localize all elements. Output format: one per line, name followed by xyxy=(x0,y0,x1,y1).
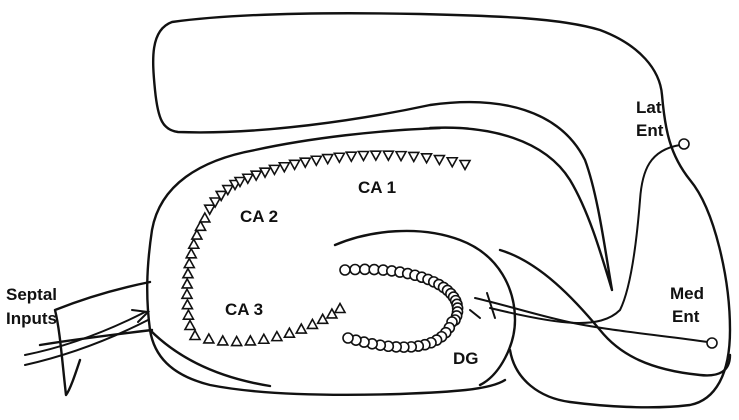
pyramidal-cell xyxy=(189,239,199,248)
pyramidal-cell xyxy=(205,205,215,214)
med-ent-label-line1: Med xyxy=(670,284,704,303)
lat-ent-label-line2: Ent xyxy=(636,121,664,140)
pyramidal-cell xyxy=(186,249,196,258)
pyramidal-cell xyxy=(311,156,321,165)
pyramidal-cell xyxy=(409,152,419,161)
ca1-label: CA 1 xyxy=(358,178,396,197)
granule-cell xyxy=(343,333,353,343)
pyramidal-cell xyxy=(184,259,194,268)
ventral-cortex-outline xyxy=(147,128,505,395)
pyramidal-cell xyxy=(245,336,255,345)
med-ent-label-line2: Ent xyxy=(672,307,700,326)
pyramidal-cell xyxy=(200,213,210,222)
pyramidal-cell xyxy=(284,328,294,337)
septal-label-line1: Septal xyxy=(6,285,57,304)
granule-cell xyxy=(360,264,370,274)
pyramidal-cell xyxy=(269,165,279,174)
lat-ent-label-line1: Lat xyxy=(636,98,662,117)
pyramidal-cell xyxy=(447,158,457,167)
pyramidal-cell xyxy=(183,269,193,278)
lat-ent-terminal xyxy=(679,139,689,149)
pyramidal-cell xyxy=(182,300,192,309)
pyramidal-cell xyxy=(290,160,300,169)
pyramidal-cell xyxy=(260,168,270,177)
pyramidal-cell xyxy=(323,155,333,164)
pyramidal-cell xyxy=(182,289,192,298)
pyramidal-cell xyxy=(422,154,432,163)
dg-label: DG xyxy=(453,349,479,368)
pyramidal-cell xyxy=(460,161,470,170)
pyramidal-cell xyxy=(183,310,193,319)
dentate-outline xyxy=(335,231,515,385)
pyramidal-cell xyxy=(192,230,202,239)
pyramidal-cell xyxy=(383,151,393,160)
pyramidal-cell xyxy=(190,331,200,340)
pyramidal-cell xyxy=(204,334,214,343)
pyramidal-cell xyxy=(358,152,368,161)
pyramidal-cell xyxy=(346,152,356,161)
septal-label-line2: Inputs xyxy=(6,309,57,328)
ca2-label: CA 2 xyxy=(240,207,278,226)
med-ent-terminal xyxy=(707,338,717,348)
dg-granule-layer xyxy=(340,264,463,352)
granule-cell xyxy=(340,265,350,275)
pyramidal-cell xyxy=(318,314,328,323)
pyramidal-cell xyxy=(434,156,444,165)
pyramidal-cell xyxy=(272,332,282,341)
ca3-label: CA 3 xyxy=(225,300,263,319)
pyramidal-cell xyxy=(307,319,317,328)
pyramidal-cell xyxy=(371,151,381,160)
pyramidal-cell xyxy=(182,279,192,288)
pyramidal-cell xyxy=(259,334,269,343)
pyramidal-cell xyxy=(232,337,242,346)
pyramidal-cell xyxy=(396,152,406,161)
pyramidal-cell xyxy=(296,324,306,333)
pyramidal-cell xyxy=(335,304,345,313)
pyramidal-cell xyxy=(185,321,195,330)
pyramidal-cell xyxy=(218,336,228,345)
pyramidal-cell xyxy=(334,153,344,162)
lat-ent-fiber xyxy=(490,139,689,323)
pyramidal-cell xyxy=(279,163,289,172)
granule-cell xyxy=(350,265,360,275)
pyramidal-cell xyxy=(300,158,310,167)
